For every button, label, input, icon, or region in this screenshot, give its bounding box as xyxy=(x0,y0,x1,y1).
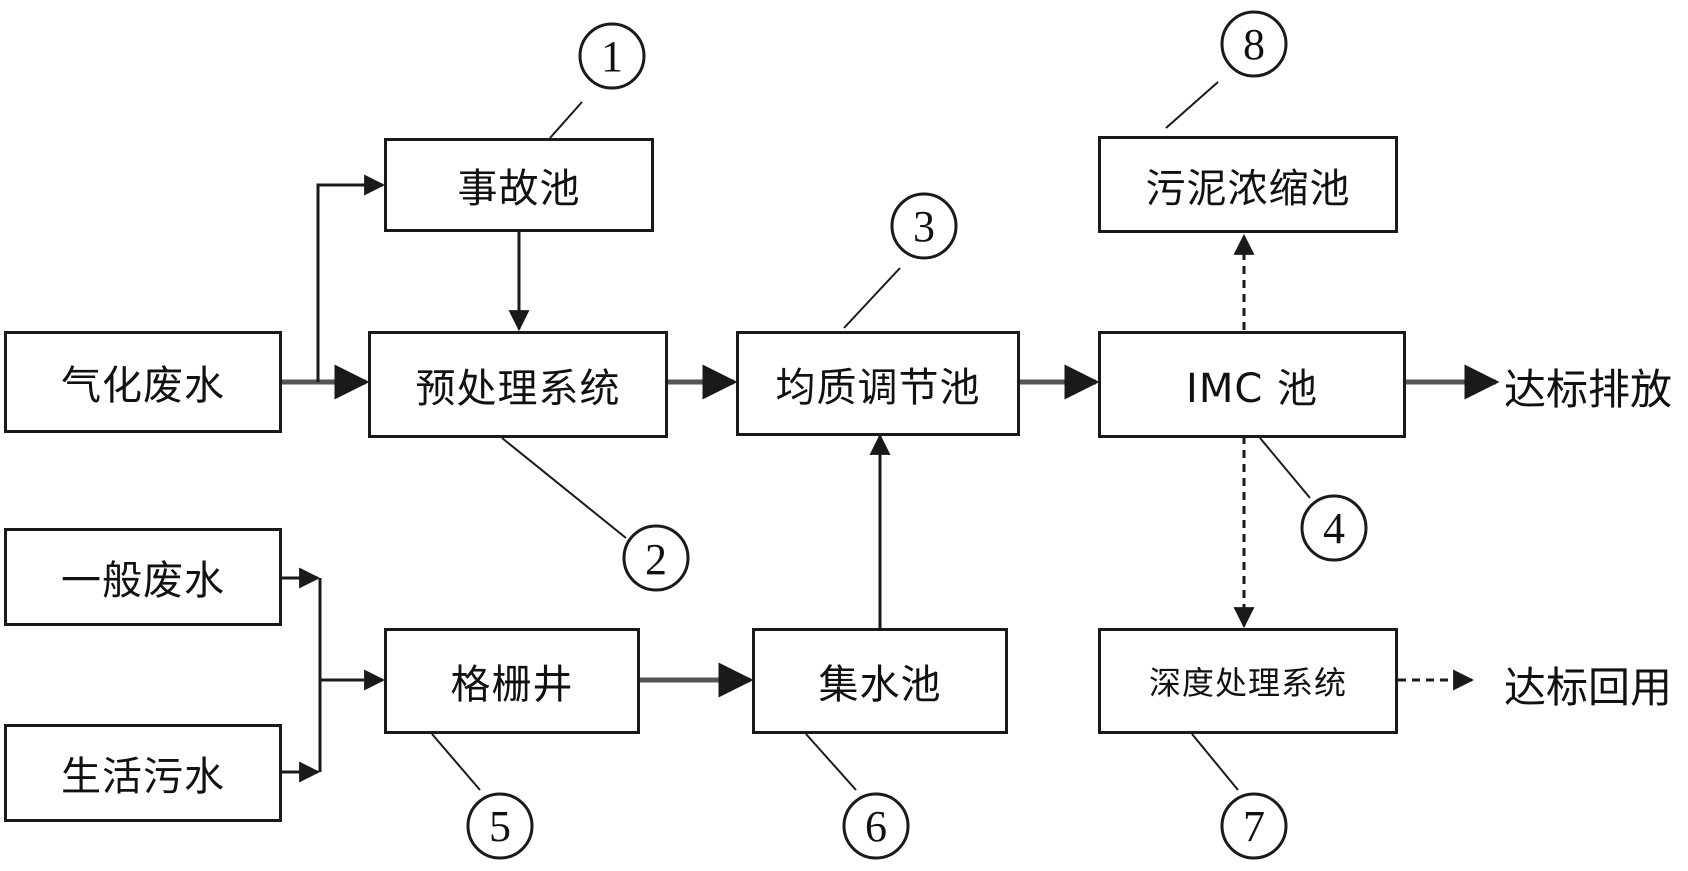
callout-7: 7 xyxy=(1220,792,1288,860)
box-sludge-thickening-pool: 污泥浓缩池 xyxy=(1098,136,1398,233)
output-discharge: 达标排放 xyxy=(1504,365,1673,414)
callout-1-label: 1 xyxy=(601,32,623,81)
callout-6: 6 xyxy=(842,792,910,860)
box-grille-well: 格栅井 xyxy=(384,628,640,734)
box-imc-pool: IMC 池 xyxy=(1098,331,1406,438)
callout-6-label: 6 xyxy=(865,802,887,851)
callout-1: 1 xyxy=(578,22,646,90)
callout-7-leader xyxy=(1191,733,1239,791)
box-gasification-wastewater: 气化废水 xyxy=(4,331,282,433)
box-accident-pool: 事故池 xyxy=(384,138,654,232)
callout-8-label: 8 xyxy=(1243,20,1265,69)
callout-6-leader xyxy=(805,733,857,791)
callout-7-label: 7 xyxy=(1243,802,1265,851)
output-reuse: 达标回用 xyxy=(1504,663,1673,712)
callout-3-leader xyxy=(843,267,901,329)
callout-3-label: 3 xyxy=(913,202,935,251)
box-water-collection-pool: 集水池 xyxy=(752,628,1008,734)
callout-5-leader xyxy=(431,733,481,791)
callout-1-leader xyxy=(549,101,583,139)
box-homogenization-pool: 均质调节池 xyxy=(736,331,1020,436)
callout-4-label: 4 xyxy=(1323,504,1345,553)
callout-8-leader xyxy=(1165,81,1219,129)
callout-8: 8 xyxy=(1220,10,1288,78)
box-domestic-sewage: 生活污水 xyxy=(4,724,282,822)
box-pretreatment-system: 预处理系统 xyxy=(368,331,668,438)
callout-2-leader xyxy=(501,437,627,539)
callout-2-label: 2 xyxy=(645,535,667,584)
flow-branch-to-accident-pool xyxy=(316,174,386,382)
callout-2: 2 xyxy=(622,524,690,592)
box-general-wastewater: 一般废水 xyxy=(4,528,282,626)
callout-3: 3 xyxy=(890,192,958,260)
callout-4-leader xyxy=(1259,437,1311,499)
box-advanced-treatment-system: 深度处理系统 xyxy=(1098,628,1398,734)
callout-4: 4 xyxy=(1300,494,1368,562)
callout-5: 5 xyxy=(466,792,534,860)
callout-5-label: 5 xyxy=(489,802,511,851)
